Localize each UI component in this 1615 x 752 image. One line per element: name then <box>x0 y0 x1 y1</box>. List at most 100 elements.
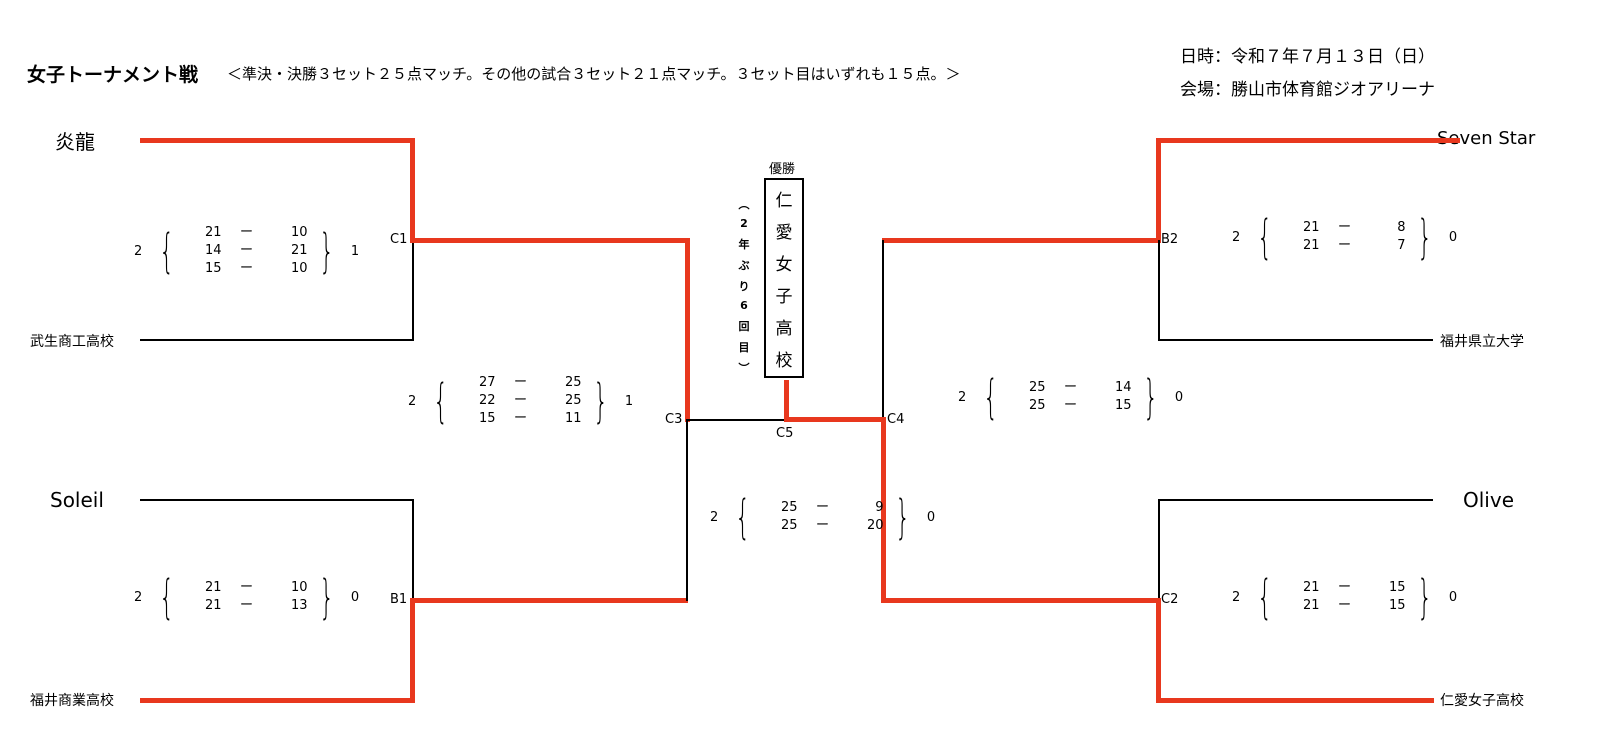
set-score-right: 13 <box>291 598 308 613</box>
sets-won-right: 0 <box>350 589 360 605</box>
team-olive: Olive <box>1463 488 1514 512</box>
line <box>140 698 415 703</box>
line <box>686 419 786 421</box>
dash: ー <box>1338 580 1352 595</box>
sets-won-left: 2 <box>408 393 417 409</box>
sets-won-right: 0 <box>1174 389 1184 405</box>
line <box>1156 698 1434 703</box>
set-row: 21 ー 15 <box>1284 579 1406 597</box>
dash: ー <box>514 393 528 408</box>
right-brace: } <box>318 224 334 278</box>
line <box>685 238 690 422</box>
champion-char: 愛 <box>775 222 793 243</box>
note-char: ぶ <box>738 258 750 272</box>
set-score-left: 21 <box>205 580 222 595</box>
note-char: 回 <box>738 319 750 333</box>
set-score-left: 27 <box>479 375 496 390</box>
set-score-left: 21 <box>1303 220 1320 235</box>
match-label-c2: C2 <box>1161 592 1179 607</box>
set-score-left: 25 <box>1029 398 1046 413</box>
team-seven-star: Seven Star <box>1437 128 1536 149</box>
dash: ー <box>1338 220 1352 235</box>
match-label-b2: B2 <box>1161 232 1179 247</box>
line <box>410 238 690 243</box>
set-scores: 25 ー 9 25 ー 20 <box>762 499 884 535</box>
dash: ー <box>514 375 528 390</box>
venue: 会場：勝山市体育館ジオアリーナ <box>1180 80 1435 100</box>
set-score-left: 25 <box>781 518 798 533</box>
set-score-right: 9 <box>875 500 884 515</box>
dash: ー <box>1338 238 1352 253</box>
champion-char: 子 <box>775 286 793 307</box>
dash: ー <box>240 580 254 595</box>
left-brace: { <box>735 490 751 544</box>
team-fukui-shogyo: 福井商業高校 <box>30 693 114 709</box>
line <box>882 238 1161 243</box>
note-char: 年 <box>738 237 750 251</box>
line <box>882 240 884 420</box>
right-brace: } <box>894 490 910 544</box>
set-score-right: 10 <box>291 261 308 276</box>
set-score-left: 21 <box>205 225 222 240</box>
right-brace: } <box>592 374 608 428</box>
champion-char: 女 <box>775 254 793 275</box>
left-brace: { <box>433 374 449 428</box>
sets-won-right: 0 <box>1448 589 1458 605</box>
line <box>1158 240 1160 341</box>
note-char: 6 <box>740 299 748 313</box>
sets-won-left: 2 <box>1232 589 1241 605</box>
champion-box: 仁 愛 女 子 高 校 <box>764 178 804 378</box>
champion-char: 高 <box>775 318 793 339</box>
line <box>1158 499 1160 600</box>
right-brace: } <box>318 570 334 624</box>
champion-char: 仁 <box>775 190 793 211</box>
dash: ー <box>514 411 528 426</box>
line <box>140 499 414 501</box>
line <box>1156 138 1161 242</box>
left-brace: { <box>983 370 999 424</box>
line <box>1156 598 1161 703</box>
set-score-left: 22 <box>479 393 496 408</box>
note-char: 2 <box>740 217 748 231</box>
line <box>140 138 415 143</box>
dash: ー <box>816 518 830 533</box>
set-score-right: 11 <box>565 411 582 426</box>
set-score-right: 15 <box>1389 598 1406 613</box>
dash: ー <box>816 500 830 515</box>
match-label-b1: B1 <box>390 592 408 607</box>
dash: ー <box>1064 398 1078 413</box>
line <box>1158 339 1433 341</box>
line <box>881 598 1161 603</box>
set-row: 25 ー 20 <box>762 517 884 535</box>
set-score-right: 25 <box>565 375 582 390</box>
left-brace: { <box>1257 570 1273 624</box>
set-score-left: 21 <box>1303 598 1320 613</box>
line <box>140 339 414 341</box>
set-score-right: 21 <box>291 243 308 258</box>
set-score-right: 14 <box>1115 380 1132 395</box>
team-enryu: 炎龍 <box>55 130 95 154</box>
set-score-right: 20 <box>867 518 884 533</box>
date: 日時：令和７年７月１３日（日） <box>1180 47 1435 67</box>
set-score-right: 15 <box>1389 580 1406 595</box>
set-score-left: 21 <box>1303 580 1320 595</box>
sets-won-left: 2 <box>134 589 143 605</box>
line <box>410 598 688 603</box>
